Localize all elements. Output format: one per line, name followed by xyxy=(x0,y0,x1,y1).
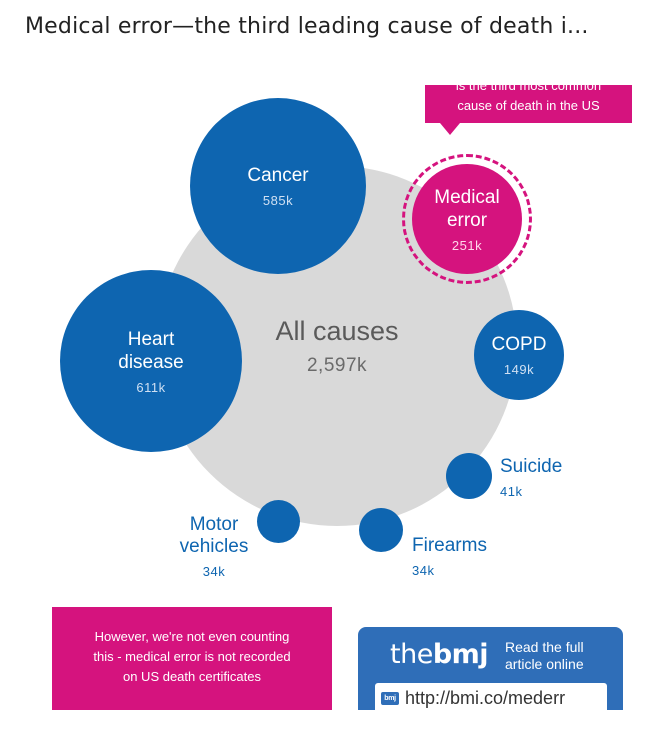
suicide-circle xyxy=(446,453,492,499)
copd-label: COPD xyxy=(491,334,547,355)
medical-error-dashed-ring xyxy=(402,154,532,284)
bmj-read-line1: Read the full xyxy=(505,639,584,655)
suicide-label-group: Suicide 41k xyxy=(500,456,562,499)
bmj-logo-light: the xyxy=(390,639,433,670)
bmj-logo-bold: bmj xyxy=(432,639,489,670)
copd-circle: COPD 149k xyxy=(474,310,564,400)
all-causes-label: All causes xyxy=(275,315,399,346)
firearms-label: Firearms xyxy=(412,535,487,556)
all-causes-value: 2,597k xyxy=(306,354,368,376)
cancer-value: 585k xyxy=(262,193,294,208)
cancer-circle: Cancer 585k xyxy=(190,98,366,274)
copd-value: 149k xyxy=(503,362,535,377)
callout-cut-text: is the third most common xyxy=(455,85,602,93)
medical-error-label-line2: error xyxy=(446,209,488,231)
note-line1: However, we're not even counting xyxy=(94,629,290,644)
note-line3: on US death certificates xyxy=(122,669,262,684)
heart-disease-label-line2: disease xyxy=(118,351,184,373)
callout-text: cause of death in the US xyxy=(457,98,600,113)
bmj-icon: bmj xyxy=(381,691,399,705)
heart-disease-label-line1: Heart xyxy=(127,328,175,350)
heart-disease-value: 611k xyxy=(136,379,166,395)
bmj-promo[interactable]: thebmj Read the full article online bmj … xyxy=(358,627,623,710)
motor-vehicles-label-line1: Motor xyxy=(189,514,239,535)
note-box: However, we're not even counting this - … xyxy=(52,607,332,710)
motor-vehicles-label-line2: vehicles xyxy=(179,536,249,557)
cancer-label: Cancer xyxy=(247,165,309,186)
bmj-read-line2: article online xyxy=(505,656,584,672)
heart-disease-circle: Heart disease 611k xyxy=(60,270,242,452)
firearms-value: 34k xyxy=(412,563,435,578)
url-link[interactable]: bmj http://bmi.co/mederr xyxy=(375,683,607,710)
firearms-circle xyxy=(359,508,403,552)
motor-vehicles-value: 34k xyxy=(202,564,226,579)
url-text[interactable]: http://bmi.co/mederr xyxy=(405,687,566,708)
suicide-label: Suicide xyxy=(500,456,563,477)
medical-error-label-line1: Medical xyxy=(434,186,500,208)
callout-tail xyxy=(440,123,460,135)
motor-vehicles-label-group: Motor vehicles 34k xyxy=(160,514,268,579)
headline: Medical error—the third leading cause of… xyxy=(25,14,589,39)
suicide-value: 41k xyxy=(500,484,523,499)
note-line2: this - medical error is not recorded xyxy=(93,649,291,664)
motor-vehicles-circle xyxy=(257,500,300,543)
firearms-label-group: Firearms 34k xyxy=(412,535,487,578)
callout-banner: is the third most common cause of death … xyxy=(425,85,632,123)
bmj-read-text: Read the full article online xyxy=(505,639,584,673)
medical-error-circle: Medical error 251k xyxy=(412,164,522,274)
bmj-logo: thebmj xyxy=(390,639,489,670)
medical-error-value: 251k xyxy=(451,237,483,253)
